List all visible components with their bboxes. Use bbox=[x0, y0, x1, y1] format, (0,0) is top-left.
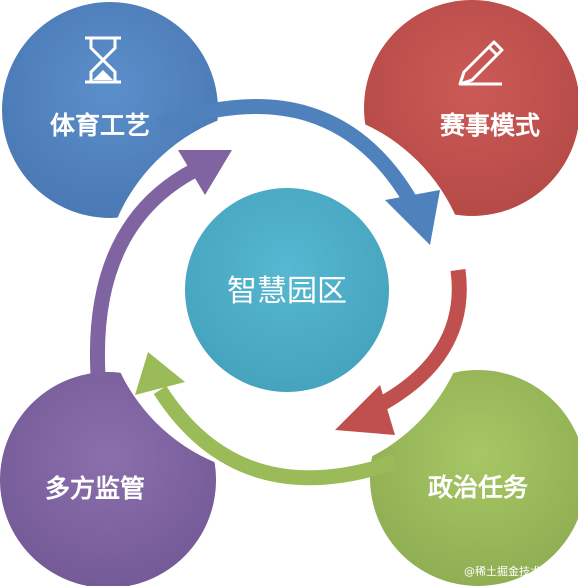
node-circle-political bbox=[370, 370, 578, 586]
arrow-events-to-political bbox=[335, 269, 467, 435]
node-label-political: 政治任务 bbox=[428, 473, 528, 502]
watermark-text: @稀土掘金技术社区 bbox=[464, 564, 563, 578]
pencil-icon bbox=[458, 40, 504, 86]
arrow-political-to-supervision bbox=[135, 352, 398, 486]
hourglass-icon bbox=[85, 36, 121, 84]
center-label: 智慧园区 bbox=[227, 274, 347, 309]
node-label-events: 赛事模式 bbox=[439, 111, 540, 140]
center-circle bbox=[185, 188, 389, 392]
node-label-sports: 体育工艺 bbox=[50, 111, 150, 140]
arrow-supervision-to-sports bbox=[89, 150, 232, 376]
arrow-sports-to-events bbox=[157, 99, 440, 245]
node-label-supervision: 多方监管 bbox=[45, 474, 145, 503]
